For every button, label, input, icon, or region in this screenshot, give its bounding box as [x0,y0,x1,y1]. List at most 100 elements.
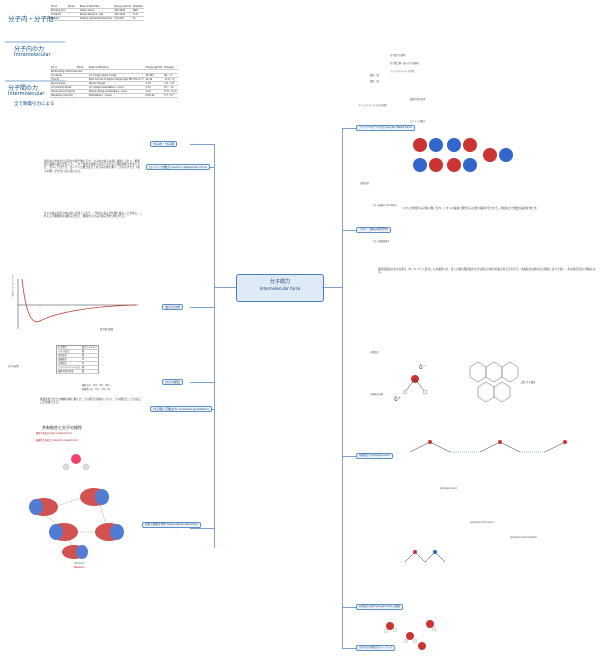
water-network-svg [383,620,437,650]
london-text: 電気的に中性な分子同士の間で働く引力。分子中の電子は常に運動しており、瞬間的に電… [44,160,140,173]
line-dipole [190,528,214,529]
hbond-note2: 二重らせん構造 [520,381,536,384]
left-connector [214,287,236,288]
svg-text:δ⁻: δ⁻ [419,364,426,371]
center-title: 分子間力 [269,279,290,285]
node-ion[interactable]: イオン・双極子相互作用 [356,227,391,233]
water-dimer-svg: δ⁻ δ⁺ [394,364,428,403]
dipole-line2: 無極性共有結合 nonpolar covalent bond [36,439,78,442]
node-charge[interactable]: 電子の分布 [162,304,184,310]
dipole-molecules-svg [29,454,124,559]
intra-panel-title: 分子内・分子間 [8,15,54,23]
polar-table: 分子間力結合エネルギー イオン結合強 共有結合強 金属結合中 水素結合中 ファン… [56,345,100,374]
node-dipole[interactable]: 双極子間相互作用 dipole-dipole interaction [142,522,202,528]
left-trunk [214,144,215,548]
vdw-panel: 分子間力の総称 分子間に働く弱い引力の総称。 ファンデルワールス半径 極性：強 … [358,54,600,190]
table-row: ファンデルワールス力弱 [56,365,99,370]
vdw-line-2: ファンデルワールス半径 [390,70,415,73]
node-bottom1[interactable]: 水素結合の例 hydrogen bond の構造 [356,604,404,610]
node-hbond[interactable]: 水素結合 hydrogen bond [356,453,393,459]
table-row: イオン結合強 [56,349,99,354]
intra-heading: 分子内の力 [14,46,45,53]
vdw-example-label: 分散の例 [360,182,369,185]
node-intra[interactable]: 分子内・分子間 [150,141,178,147]
dna-helix-svg [469,361,519,403]
ion-label2: イオン誘起双極子 [372,240,390,243]
node-bottom2[interactable]: 水分子の水素結合ネットワーク [356,645,396,651]
protein-fragment-svg [404,550,446,563]
legend-repulsion: Repulsion [74,566,85,569]
inter-heading-en: Intermolecular [8,91,45,97]
charge-text: 分子の電子雲の分布は常に変化しており、一時的に電子が片側に偏ることがある。これに… [44,212,143,219]
line-bottom1 [342,607,356,608]
hbond-label-3: hydrogen bond acceptor [510,536,537,539]
polar-note-2: 無極性分子：CO₂、CH₄、N₂ [82,388,111,391]
hbond-label-0: 水素結合 [370,351,379,354]
line-vdw [342,128,356,129]
svg-text:δ⁺: δ⁺ [394,396,401,403]
ion-label1: イオン双極子 ion-dipole [372,204,397,207]
dipole-line1: 極性共有結合 polar covalent bond [36,432,72,435]
graph-ylabel: ポテンシャルエネルギー [10,275,14,300]
line-hbond [342,456,356,457]
table-row: 共有結合強 [56,353,99,358]
ion-panel: イオン双極子 ion-dipole イオン誘起双極子 イオンと極性分子の間に働く… [372,204,602,255]
table-row: 金属結合中 [56,357,99,362]
dipole-panel: 共有結合と分子の極性 極性共有結合 polar covalent bond 無極… [14,425,140,570]
vdw-dipole-label: 双極子相互作用 [410,98,426,101]
hbond-note1: 水素結合の例 [370,393,384,396]
table-row: 水素結合中 [56,361,99,366]
line-ion [342,230,356,231]
potential-graph-svg [17,278,138,329]
intra-bar [5,41,65,43]
vdw-line-4: 極性：弱 [370,80,379,83]
right-trunk [342,128,343,648]
intra-heading-en: Intramolecular [14,52,51,58]
line-bottom2 [342,648,356,649]
vdw-line-0: 分子間力の総称 [390,54,406,57]
hbond-chain-svg [409,440,567,453]
node-vdw[interactable]: ファンデルワールス力 van der Waals force [356,125,415,131]
dipole-panel-title: 共有結合と分子の極性 [42,425,82,430]
vdw-sub-label: ファンデルワールス力の分類 [358,104,387,107]
table-row: 双極子相互作用弱 [56,369,99,374]
node-polar[interactable]: 分子の極性 [162,379,184,385]
vdw-line-1: 分子間に働く弱い引力の総称。 [390,62,421,65]
vdw-line-3: 極性：強 [370,74,379,77]
hbond-text: 電気陰性度の大きな原子（N、O、F）に結合した水素原子が、近くの電気陰性度の大き… [378,268,596,275]
hbond-panel: 電気陰性度の大きな原子（N、O、F）に結合した水素原子が、近くの電気陰性度の大き… [370,262,602,602]
center-subtitle: Intermolecular force [259,286,301,291]
line-polar [190,382,214,383]
polar-note: 分子の極性 [8,365,19,368]
hbond-label-2: hydrogen bond donor [470,521,494,524]
potential-graph: ポテンシャルエネルギー 原子間の距離 [10,275,142,337]
inter-heading: 分子間の力 [8,85,39,92]
right-connector [322,287,342,288]
ion-text: イオンと極性分子の間に働く引力。イオンの電荷と極性分子の部分電荷が引き合う。水和… [402,207,540,210]
graph-title: 原子間の距離 [100,328,114,331]
inter-bar [5,80,65,82]
node-london[interactable]: ロンドン分散力 London dispersion force [146,164,210,170]
table-row: Dispersion (London)Polarizable e⁻ clouds… [50,93,178,98]
legend-attraction: Attraction [74,562,85,565]
polar-note-1: 極性分子：H₂O、HCl、NH₃ [82,384,110,387]
line-charge [190,307,214,308]
vdw-spheres-svg [413,138,513,172]
node-universal[interactable]: 分子間に万能な力 universal gravitation [150,406,212,412]
vdw-london-label: ロンドン分散力 [410,120,426,123]
universal-text: 質量を持つ全ての物体の間に働く力。分子間では非常に小さく、分子間力としてはほとん… [40,398,142,405]
hbond-label-1: hydrogen bond [440,487,457,490]
inter-note: 全て静電引力による [14,102,55,107]
center-node[interactable]: 分子間力 Intermolecular force [236,274,324,302]
line-intra [190,144,214,145]
